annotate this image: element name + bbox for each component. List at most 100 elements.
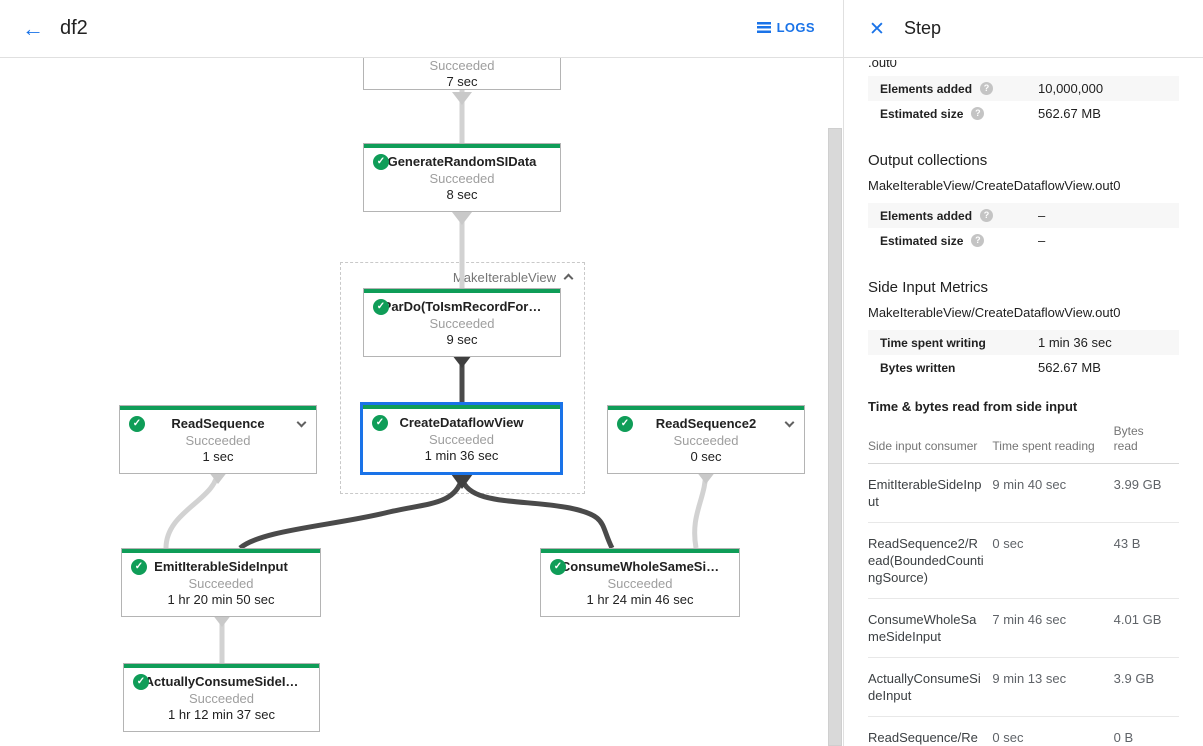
node-time: 8 sec [446, 187, 478, 202]
node-success-bar [364, 144, 560, 148]
cell-consumer: EmitIterableSideInput [868, 463, 993, 523]
close-icon[interactable]: ✕ [869, 19, 885, 40]
col-header-time: Time spent reading [992, 416, 1114, 464]
help-icon[interactable]: ? [980, 82, 994, 95]
back-button[interactable]: ← [22, 16, 44, 41]
node-title: ParDo(ToIsmRecordFor… [382, 299, 542, 314]
cell-bytes: 0 B [1113, 716, 1179, 746]
node-partially-visible[interactable]: Succeeded 7 sec [363, 58, 561, 90]
node-time: 0 sec [690, 449, 722, 464]
help-icon[interactable]: ? [980, 209, 994, 222]
node-readsequence[interactable]: ✓ ReadSequence Succeeded 1 sec [119, 405, 317, 474]
node-success-bar [363, 405, 560, 409]
node-status: Succeeded [429, 316, 495, 331]
col-header-consumer: Side input consumer [868, 416, 993, 464]
metric-row: Elements added ? – [868, 203, 1179, 228]
node-actuallyconsumesideinput[interactable]: ✓ ActuallyConsumeSideI… Succeeded 1 hr 1… [123, 663, 320, 732]
node-emititerablesideinput[interactable]: ✓ EmitIterableSideInput Succeeded 1 hr 2… [121, 548, 321, 617]
metric-row: Bytes written 562.67 MB [868, 355, 1179, 380]
node-status: Succeeded [185, 433, 251, 448]
cell-bytes: 4.01 GB [1113, 598, 1179, 658]
cell-time: 7 min 46 sec [992, 598, 1114, 658]
graph-edges [163, 90, 716, 663]
node-generaterandomsidata[interactable]: ✓ GenerateRandomSIData Succeeded 8 sec [363, 143, 561, 212]
output-collection-name: MakeIterableView/CreateDataflowView.out0 [868, 178, 1121, 193]
group-collapse-toggle[interactable]: MakeIterableView [453, 270, 574, 285]
metric-row: Estimated size ? – [868, 228, 1179, 253]
pipeline-graph-canvas[interactable]: MakeIterableView [0, 58, 843, 746]
metric-row: Estimated size ? 562.67 MB [868, 101, 1179, 126]
node-title: CreateDataflowView [399, 415, 524, 430]
table-row: ConsumeWholeSameSideInput 7 min 46 sec 4… [868, 598, 1179, 658]
node-status: Succeeded [188, 576, 254, 591]
node-title: ReadSequence [171, 416, 265, 431]
node-success-bar [364, 289, 560, 293]
graph-scrollbar-thumb[interactable] [828, 128, 842, 746]
table-row: ActuallyConsumeSideInput 9 min 13 sec 3.… [868, 657, 1179, 717]
node-title: EmitIterableSideInput [154, 559, 288, 574]
cell-bytes: 43 B [1113, 522, 1179, 599]
success-check-icon: ✓ [617, 416, 633, 432]
success-check-icon: ✓ [133, 674, 149, 690]
node-pardo-toismrecord[interactable]: ✓ ParDo(ToIsmRecordFor… Succeeded 9 sec [363, 288, 561, 357]
metric-row: Time spent writing 1 min 36 sec [868, 330, 1179, 355]
node-status: Succeeded [428, 432, 495, 447]
node-consumewholesamesideinput[interactable]: ✓ ConsumeWholeSameSi… Succeeded 1 hr 24 … [540, 548, 740, 617]
job-header: ← df2 LOGS [0, 0, 843, 58]
output-collections-heading: Output collections [868, 152, 988, 169]
cell-time: 9 min 13 sec [992, 657, 1114, 717]
help-icon[interactable]: ? [971, 234, 985, 247]
node-createdataflowview-selected[interactable]: ✓ CreateDataflowView Succeeded 1 min 36 … [360, 402, 563, 475]
table-row: EmitIterableSideInput 9 min 40 sec 3.99 … [868, 463, 1179, 523]
node-time: 1 hr 12 min 37 sec [168, 707, 275, 722]
node-status: Succeeded [188, 691, 255, 706]
metric-label: Elements added [880, 81, 973, 96]
node-status: Succeeded [607, 576, 673, 591]
step-panel-body: .out0 Elements added ? 10,000,000 Estima… [844, 58, 1203, 746]
logs-button[interactable]: LOGS [756, 20, 815, 35]
node-time: 1 sec [202, 449, 234, 464]
success-check-icon: ✓ [373, 154, 389, 170]
metric-label: Time spent writing [880, 335, 986, 350]
node-title: ConsumeWholeSameSi… [560, 559, 720, 574]
metric-value: 1 min 36 sec [1038, 335, 1112, 350]
node-success-bar [541, 549, 739, 553]
cell-consumer: ActuallyConsumeSideInput [868, 657, 993, 717]
metric-value: 562.67 MB [1038, 106, 1101, 121]
table-header-row: Side input consumer Time spent reading B… [868, 416, 1179, 464]
node-time: 7 sec [446, 74, 478, 89]
cell-time: 0 sec [992, 522, 1114, 599]
step-details-panel: ✕ Step .out0 Elements added ? 10,000,000… [843, 0, 1203, 746]
success-check-icon: ✓ [550, 559, 566, 575]
cell-time: 0 sec [992, 716, 1114, 746]
step-panel-header: ✕ Step [844, 0, 1203, 58]
table-row: ReadSequence2/Read(BoundedCountingSource… [868, 522, 1179, 599]
cell-consumer: ConsumeWholeSameSideInput [868, 598, 993, 658]
metric-value: 10,000,000 [1038, 81, 1104, 96]
cell-bytes: 3.99 GB [1113, 463, 1179, 523]
node-time: 9 sec [446, 332, 478, 347]
cell-consumer: ReadSequence2/Read(BoundedCountingSource… [868, 522, 993, 599]
node-readsequence2[interactable]: ✓ ReadSequence2 Succeeded 0 sec [607, 405, 805, 474]
node-status: Succeeded [429, 171, 495, 186]
node-success-bar [124, 664, 319, 668]
side-input-table-title: Time & bytes read from side input [868, 399, 1078, 414]
step-panel-title: Step [904, 18, 942, 38]
cell-time: 9 min 40 sec [992, 463, 1114, 523]
side-input-collection-name: MakeIterableView/CreateDataflowView.out0 [868, 305, 1121, 320]
success-check-icon: ✓ [372, 415, 388, 431]
node-time: 1 min 36 sec [424, 448, 499, 463]
metric-label: Estimated size [880, 106, 964, 121]
metric-label: Elements added [880, 208, 973, 223]
cell-bytes: 3.9 GB [1113, 657, 1179, 717]
node-success-bar [122, 549, 320, 553]
logs-button-label: LOGS [776, 20, 815, 35]
node-time: 1 hr 24 min 46 sec [586, 592, 694, 607]
metric-label: Bytes written [880, 360, 956, 375]
metric-row: Elements added ? 10,000,000 [868, 76, 1179, 101]
table-row: ReadSequence/Read(BoundedCountingSource)… [868, 716, 1179, 746]
help-icon[interactable]: ? [971, 107, 985, 120]
node-success-bar [120, 406, 316, 410]
node-time: 1 hr 20 min 50 sec [167, 592, 275, 607]
